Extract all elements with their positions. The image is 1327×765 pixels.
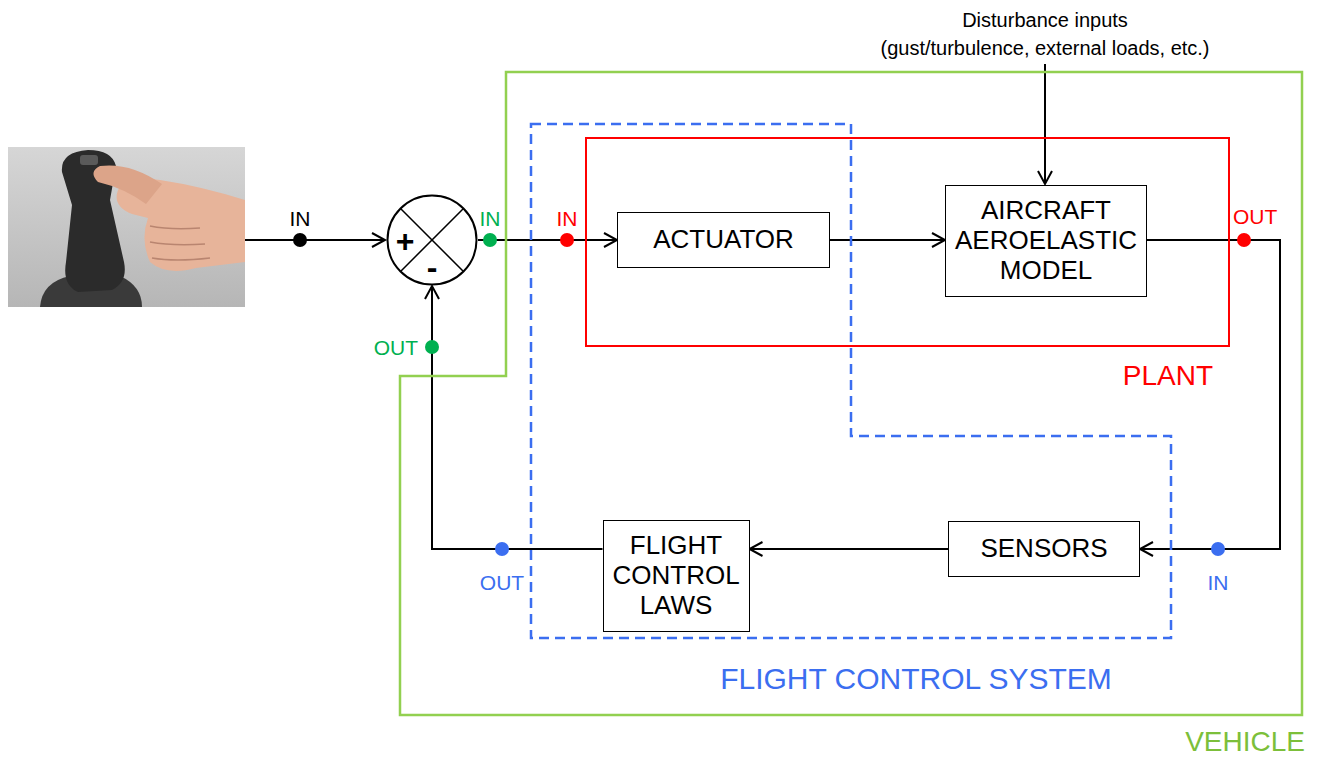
pilot-stick-photo xyxy=(8,147,245,307)
block-text-group: FLIGHT CONTROL LAWS xyxy=(613,531,740,621)
finger-lines xyxy=(150,226,210,260)
port-label: OUT xyxy=(480,572,524,593)
block-label: FLIGHT CONTROL LAWS xyxy=(613,531,740,621)
arrow-head xyxy=(750,542,763,556)
region-label: VEHICLE xyxy=(1185,728,1305,756)
disturbance-note: Disturbance inputs xyxy=(962,10,1128,30)
block-text-group: SENSORS xyxy=(956,534,1132,564)
port-dot xyxy=(293,233,307,247)
region-outline xyxy=(400,72,1302,715)
hat-switch xyxy=(80,155,98,165)
disturbance-note: (gust/turbulence, external loads, etc.) xyxy=(880,38,1209,58)
block-box: AIRCRAFT AEROELASTIC MODEL xyxy=(945,185,1147,297)
vehicle-boundary: VEHICLEFLIGHT CONTROL SYSTEMSENSORSFLIGH… xyxy=(400,72,1302,715)
connector-line xyxy=(750,548,949,550)
port-dot xyxy=(425,340,439,354)
port-label: OUT xyxy=(1233,206,1277,227)
connector-line xyxy=(830,239,945,241)
thumb xyxy=(93,165,162,204)
region-label: PLANT xyxy=(1123,362,1213,390)
disturbance-arrow xyxy=(1038,64,1052,184)
arrow-head xyxy=(604,233,617,247)
signal-connector xyxy=(830,233,945,247)
block-box: SENSORS xyxy=(948,521,1140,577)
sign-symbol: + xyxy=(396,225,415,257)
arrow-head xyxy=(425,286,439,299)
block-box: FLIGHT CONTROL LAWS xyxy=(603,520,750,632)
signal-connector xyxy=(750,542,949,556)
port-label: OUT xyxy=(374,337,418,358)
region-line xyxy=(400,72,1302,715)
region-line xyxy=(586,138,1229,346)
sign-symbol: - xyxy=(427,251,438,283)
pilot-input-arrow xyxy=(245,233,385,247)
port-dot xyxy=(483,233,497,247)
plant-boundary: PLANTACTUATORAIRCRAFT AEROELASTIC MODEL xyxy=(586,138,1229,346)
signal-connector xyxy=(425,286,603,549)
connector-line xyxy=(1140,240,1280,549)
port-dot xyxy=(560,233,574,247)
region-label: FLIGHT CONTROL SYSTEM xyxy=(720,664,1112,694)
port-label: IN xyxy=(557,208,578,229)
block-label: SENSORS xyxy=(956,534,1132,564)
region-line xyxy=(531,124,1171,638)
block-text-group: AIRCRAFT AEROELASTIC MODEL xyxy=(955,196,1137,286)
block-box: ACTUATOR xyxy=(617,212,830,268)
port-dot xyxy=(495,542,509,556)
photo-ground xyxy=(8,147,245,307)
signal-connector xyxy=(478,233,617,247)
port-label: IN xyxy=(480,208,501,229)
connector-line xyxy=(478,239,617,241)
port-dot xyxy=(1211,542,1225,556)
arrow-head xyxy=(932,233,945,247)
signal-connector xyxy=(1140,240,1280,556)
port-label: IN xyxy=(1208,572,1229,593)
block-label: ACTUATOR xyxy=(625,225,822,255)
summing-junction: +- xyxy=(386,194,478,286)
block-text-group: ACTUATOR xyxy=(625,225,822,255)
connector-line xyxy=(432,286,603,549)
port-dot xyxy=(1237,233,1251,247)
arrow-head xyxy=(1140,542,1153,556)
junction-circle xyxy=(388,196,477,285)
block-label: AIRCRAFT AEROELASTIC MODEL xyxy=(955,196,1137,286)
port-label: IN xyxy=(290,208,311,229)
